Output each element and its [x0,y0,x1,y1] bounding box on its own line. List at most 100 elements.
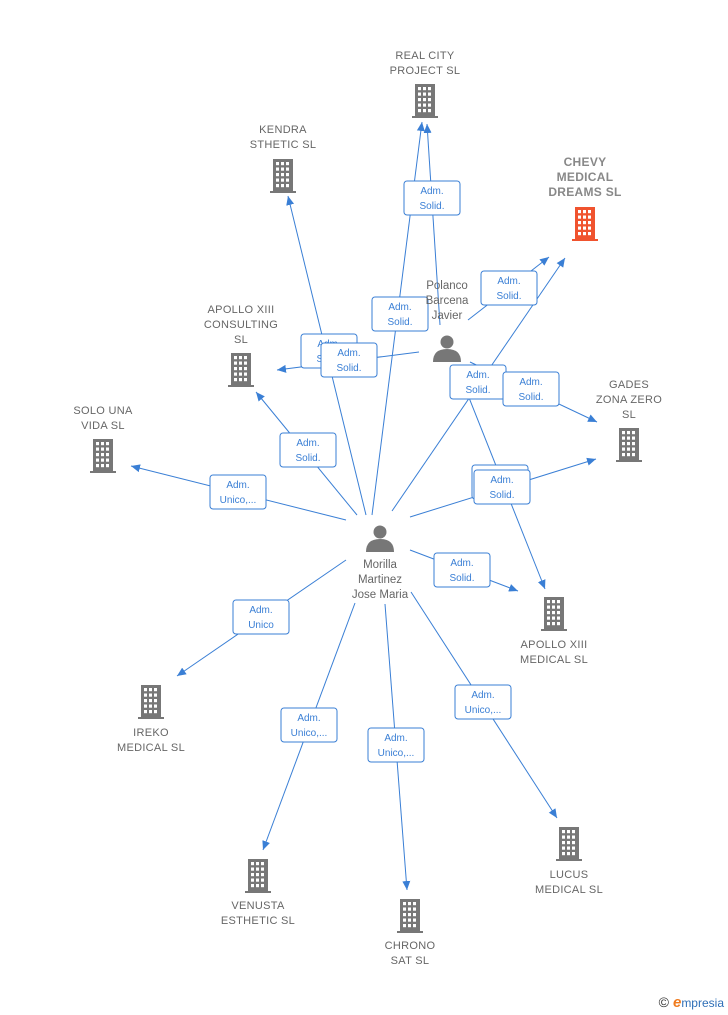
company-name: ESTHETIC SL [221,915,295,927]
company-node-apollo_medical[interactable]: APOLLO XIII MEDICAL SL [520,597,588,666]
building-icon [270,159,296,193]
edge-label-box[interactable] [367,727,425,763]
edge-label-text: Adm. [388,302,411,313]
edge-label-box[interactable] [280,707,338,743]
company-node-lucus[interactable]: LUCUS MEDICAL SL [535,827,603,896]
company-node-venusta[interactable]: VENUSTA ESTHETIC SL [221,859,295,927]
edge-label-text: Adm. [497,276,520,287]
edge-label-text: Adm. [519,377,542,388]
edge-label-box[interactable] [473,469,531,505]
edge-label-text: Adm. [471,690,494,701]
edge-label-box[interactable] [480,270,538,306]
copyright-symbol: © [658,994,669,1010]
edge-label-text: Unico,... [465,705,502,716]
building-icon [616,428,642,462]
company-name: APOLLO XIII [521,639,588,651]
company-name: SAT SL [391,955,430,967]
edge-label-text: Adm. [226,480,249,491]
edge-label-text: Solid. [336,363,361,374]
building-icon [412,84,438,118]
empresia-watermark[interactable]: ©empresia [659,994,724,1011]
edge-role-label[interactable]: Adm.Solid. [473,469,531,505]
company-name: MEDICAL [557,170,614,184]
building-icon [541,597,567,631]
company-name: APOLLO XIII [208,304,275,316]
company-node-chrono[interactable]: CHRONO SAT SL [385,899,436,967]
edge-label-box[interactable] [502,371,560,407]
edge-role-label[interactable]: Adm. Solid. [480,270,538,306]
edge-labels-layer: Adm. Solid. Adm. Solid. Adm. Solid. Adm. Unico,… [209,180,560,763]
company-name: MEDICAL SL [520,654,588,666]
edge-role-label[interactable]: Adm. Unico [232,599,290,635]
edge-label-text: Unico,... [378,748,415,759]
person-icon [366,525,394,552]
brand-name: mpresia [681,996,724,1010]
company-name: DREAMS SL [548,185,621,199]
edge-label-box[interactable] [209,474,267,510]
edge-label-box[interactable] [371,296,429,332]
edge-role-label[interactable]: Adm. Solid. [502,371,560,407]
person-name: Jose Maria [352,589,409,601]
edge-role-label[interactable]: Adm.Unico,... [209,474,267,510]
edge-role-label[interactable]: Adm.Solid. [403,180,461,216]
company-node-kendra[interactable]: KENDRA STHETIC SL [250,124,317,193]
company-name: IREKO [133,727,169,739]
company-name: PROJECT SL [390,65,461,77]
company-name: VIDA SL [81,420,125,432]
company-name: GADES [609,379,649,391]
building-icon [245,859,271,893]
edge-label-text: Adm. [466,370,489,381]
person-name: Morilla [363,559,397,571]
edge-label-text: Adm. [249,605,272,616]
edge-label-box[interactable] [279,432,337,468]
building-icon [556,827,582,861]
company-node-realcity[interactable]: REAL CITY PROJECT SL [390,50,461,118]
edge-label-box[interactable] [403,180,461,216]
edge-label-text: Adm. [337,348,360,359]
edge-label-text: Solid. [518,392,543,403]
company-name: MEDICAL SL [535,884,603,896]
company-name: ZONA ZERO [596,394,662,406]
edge-role-label[interactable]: Adm. Solid. [371,296,429,332]
company-name: CHRONO [385,940,436,952]
edges-layer [130,121,598,891]
edge-role-label[interactable]: Adm. Unico,... [454,684,512,720]
edge-label-text: Adm. [490,475,513,486]
company-name: REAL CITY [395,50,455,62]
company-name: LUCUS [550,869,589,881]
edge-role-label[interactable]: Adm.Unico,... [280,707,338,743]
edge-label-text: Solid. [496,291,521,302]
edge-label-box[interactable] [454,684,512,720]
edge-label-text: Solid. [295,453,320,464]
edge-role-label[interactable]: Adm.Unico,... [367,727,425,763]
company-name: CHEVY [564,155,607,169]
edge-label-box[interactable] [320,342,378,378]
person-name: Javier [432,310,463,322]
edge-role-label[interactable]: Adm.Solid. [279,432,337,468]
company-name: VENUSTA [231,900,285,912]
company-name: STHETIC SL [250,139,317,151]
edge-label-box[interactable] [232,599,290,635]
building-icon [397,899,423,933]
company-name: SOLO UNA [73,405,133,417]
edge-label-box[interactable] [433,552,491,588]
person-name: Polanco [426,280,468,292]
company-name: KENDRA [259,124,307,136]
person-name: Martinez [358,574,402,586]
edge-label-text: Solid. [387,317,412,328]
company-node-solouna[interactable]: SOLO UNA VIDA SL [73,405,133,473]
edge-role-label[interactable]: Adm.Solid. [433,552,491,588]
building-icon [572,207,598,241]
edge-label-text: Solid. [449,573,474,584]
edge-label-text: Solid. [419,201,444,212]
edge-role-label[interactable]: Adm.Solid. [449,364,507,400]
edge-label-text: Unico [248,620,274,631]
edge-role-label[interactable]: Adm. Solid. [320,342,378,378]
